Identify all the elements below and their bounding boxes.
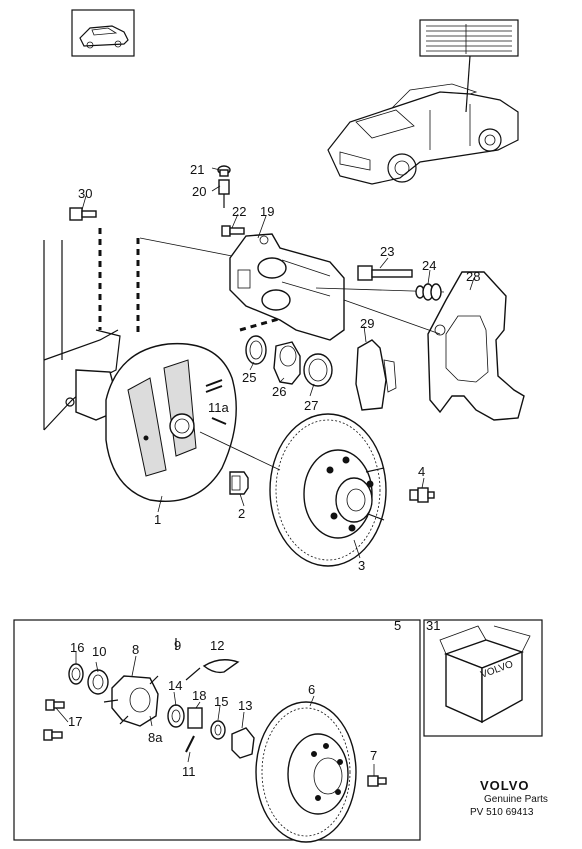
lower-panel-frame [13, 619, 543, 841]
bleed-screw-20 [218, 179, 230, 208]
label-18: 18 [192, 688, 206, 703]
parts-box-icon [439, 625, 531, 724]
label-12: 12 [210, 638, 224, 653]
seal-16 [68, 663, 84, 685]
dashed-caliper-line [239, 316, 283, 332]
caliper-19 [229, 233, 345, 341]
washer-18 [187, 707, 203, 729]
label-29: 29 [360, 316, 374, 331]
volvo-logo-text: VOLVO [480, 778, 530, 793]
label-19: 19 [260, 204, 274, 219]
vehicle-plate-icon [419, 19, 519, 113]
label-11a: 11a [208, 400, 229, 415]
piston-26 [273, 341, 301, 385]
label-3: 3 [358, 558, 365, 573]
leader-line [199, 431, 281, 471]
label-8: 8 [132, 642, 139, 657]
label-20: 20 [192, 184, 206, 199]
bushing-24 [415, 283, 442, 301]
label-14: 14 [168, 678, 182, 693]
brake-disc-3 [269, 413, 387, 567]
splash-shield-1 [105, 342, 237, 502]
hub-8 [103, 675, 159, 727]
dust-boot-27 [303, 353, 333, 387]
label-24: 24 [422, 258, 436, 273]
bleed-nipple-4 [409, 487, 435, 503]
bearing-10 [87, 669, 109, 695]
brake-pad-29 [355, 339, 397, 411]
callout-leaders [55, 167, 475, 776]
label-27: 27 [304, 398, 318, 413]
guide-pin-23 [357, 265, 413, 281]
bolt-22 [221, 225, 245, 237]
bearing-14 [167, 704, 185, 728]
label-6: 6 [308, 682, 315, 697]
label-10: 10 [92, 644, 106, 659]
label-5: 5 [394, 618, 401, 633]
label-22: 22 [232, 204, 246, 219]
car-thumbnail-icon [71, 9, 135, 57]
label-28: 28 [466, 269, 480, 284]
bolt-17b [43, 729, 63, 741]
label-26: 26 [272, 384, 286, 399]
grease-cap-13 [231, 727, 255, 759]
part-labels: 30 21 20 22 19 23 24 28 29 25 26 27 11a … [68, 162, 480, 779]
clip-11a [205, 379, 227, 425]
label-23: 23 [380, 244, 394, 259]
caliper-bracket-28 [427, 271, 525, 421]
bolt-30 [69, 207, 97, 221]
label-9: 9 [174, 638, 181, 653]
bolt-17 [45, 699, 65, 711]
label-13: 13 [238, 698, 252, 713]
label-17: 17 [68, 714, 82, 729]
car-illustration-icon [327, 83, 519, 185]
label-30: 30 [78, 186, 92, 201]
label-25: 25 [242, 370, 256, 385]
label-8a: 8a [148, 730, 163, 745]
label-7: 7 [370, 748, 377, 763]
label-31: 31 [426, 618, 440, 633]
label-11: 11 [182, 764, 196, 779]
label-1: 1 [154, 512, 161, 527]
leader-line [139, 237, 233, 257]
part-reference-text: PV 510 69413 [470, 807, 534, 818]
nut-15 [210, 720, 226, 740]
bolt-2 [229, 471, 249, 495]
split-pin-11 [185, 735, 195, 753]
label-4: 4 [418, 464, 425, 479]
seal-25 [245, 335, 267, 365]
stud-7 [367, 775, 387, 787]
bleed-cap-21 [217, 165, 231, 177]
label-21: 21 [190, 162, 204, 177]
label-2: 2 [238, 506, 245, 521]
brake-disc-6 [255, 701, 357, 843]
genuine-parts-text: Genuine Parts [484, 794, 548, 805]
label-16: 16 [70, 640, 84, 655]
label-15: 15 [214, 694, 228, 709]
lock-12 [185, 659, 240, 681]
leader-line [343, 299, 441, 335]
